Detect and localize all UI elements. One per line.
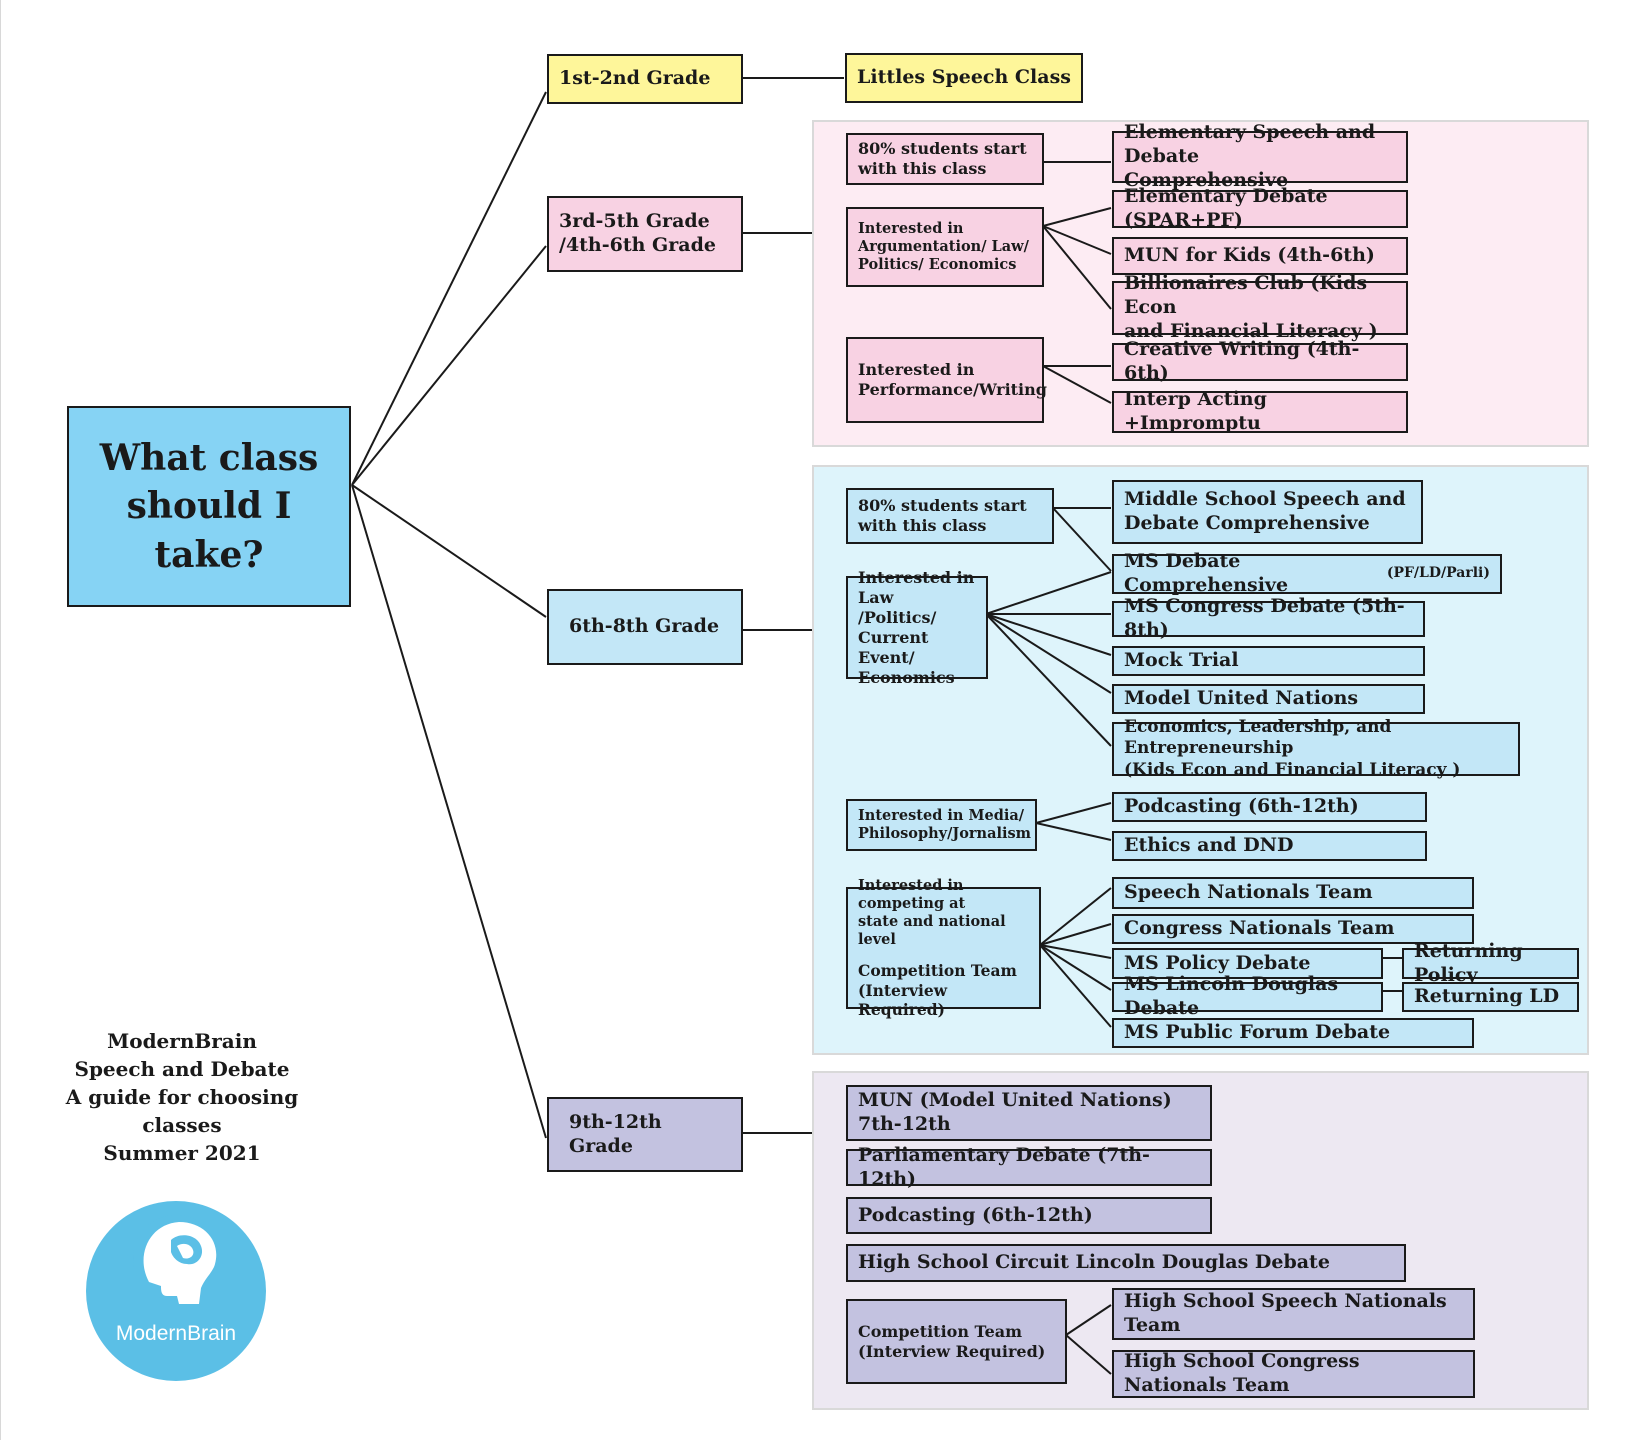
grade-1st-2nd: 1st-2nd Grade <box>547 54 743 104</box>
ms-ethics-class: Ethics and DND <box>1112 831 1427 861</box>
ms-congress-class: MS Congress Debate (5th-8th) <box>1112 595 1425 641</box>
ms-public-forum-class: MS Public Forum Debate <box>1112 1018 1474 1048</box>
ms-debate-comprehensive-note: (PF/LD/Parli) <box>1386 565 1490 582</box>
elem-comprehensive-class: Elementary Speech and Debate Comprehensi… <box>1112 121 1408 191</box>
ms-media-interest: Interested in Media/ Philosophy/Jornalis… <box>846 799 1037 851</box>
hs-podcasting-class: Podcasting (6th-12th) <box>846 1197 1212 1234</box>
returning-ld-class: Returning LD <box>1402 982 1579 1012</box>
elem-start-note: 80% students start with this class <box>846 133 1044 185</box>
ms-start-note: 80% students start with this class <box>846 488 1054 544</box>
hs-parliamentary-class: Parliamentary Debate (7th-12th) <box>846 1144 1212 1190</box>
guide-line: Summer 2021 <box>103 1141 261 1165</box>
ms-policy-debate-class: MS Policy Debate <box>1112 948 1383 979</box>
ms-debate-comprehensive-label: MS Debate Comprehensive <box>1124 550 1289 596</box>
head-brain-icon <box>133 1215 219 1304</box>
ms-speech-nationals-team: Speech Nationals Team <box>1112 877 1474 909</box>
guide-caption: ModernBrain Speech and Debate A guide fo… <box>62 1027 302 1167</box>
logo-text: ModernBrain <box>116 1322 236 1345</box>
hs-competition-team: Competition Team (Interview Required) <box>846 1299 1067 1384</box>
guide-line: Speech and Debate <box>74 1057 290 1081</box>
ms-competition-team-line: Competition Team (Interview Required) <box>858 961 1017 1019</box>
ms-mock-trial-class: Mock Trial <box>1112 646 1425 676</box>
elem-interp-class: Interp Acting +Impromptu <box>1112 388 1408 434</box>
grade-9th-12th: 9th-12th Grade <box>547 1097 743 1172</box>
elem-creative-writing-class: Creative Writing (4th-6th) <box>1112 338 1408 384</box>
elem-mun-class: MUN for Kids (4th-6th) <box>1112 237 1408 275</box>
guide-line: classes <box>142 1113 222 1137</box>
ms-debate-comprehensive-class: MS Debate Comprehensive (PF/LD/Parli) <box>1112 550 1502 596</box>
question-box: What class should I take? <box>67 406 351 607</box>
elem-billionaires-class: Billionaires Club (Kids Econ and Financi… <box>1112 272 1408 342</box>
guide-line: ModernBrain <box>107 1029 257 1053</box>
ms-economics-class: Economics, Leadership, and Entrepreneurs… <box>1112 717 1520 780</box>
hs-speech-nationals-team: High School Speech Nationals Team <box>1112 1288 1475 1340</box>
elem-debate-class: Elementary Debate (SPAR+PF) <box>1112 185 1408 231</box>
modernbrain-logo: ModernBrain <box>86 1201 266 1381</box>
guide-line: A guide for choosing <box>65 1085 299 1109</box>
ms-law-interest: Interested in Law /Politics/ Current Eve… <box>846 568 988 687</box>
ms-competition-interest: Interested in competing at state and nat… <box>846 877 1041 1019</box>
ms-lincoln-douglas-class: MS Lincoln Douglas Debate <box>1112 973 1383 1019</box>
returning-policy-class: Returning Policy <box>1402 940 1579 986</box>
littles-speech-class: Littles Speech Class <box>845 53 1083 103</box>
ms-podcasting-class: Podcasting (6th-12th) <box>1112 792 1427 822</box>
ms-competition-interest-line: Interested in competing at state and nat… <box>858 876 1006 949</box>
elem-argumentation-interest: Interested in Argumentation/ Law/ Politi… <box>846 207 1044 287</box>
ms-comprehensive-class: Middle School Speech and Debate Comprehe… <box>1112 480 1423 544</box>
grade-6th-8th: 6th-8th Grade <box>547 589 743 665</box>
ms-model-un-class: Model United Nations <box>1112 684 1425 714</box>
hs-congress-nationals-team: High School Congress Nationals Team <box>1112 1350 1475 1398</box>
ms-congress-nationals-team: Congress Nationals Team <box>1112 914 1474 944</box>
hs-mun-class: MUN (Model United Nations) 7th-12th <box>846 1085 1212 1141</box>
hs-lincoln-douglas-class: High School Circuit Lincoln Douglas Deba… <box>846 1244 1406 1282</box>
grade-3rd-5th: 3rd-5th Grade /4th-6th Grade <box>547 196 743 272</box>
left-border <box>0 0 1 1440</box>
elem-performance-interest: Interested in Performance/Writing <box>846 337 1047 423</box>
